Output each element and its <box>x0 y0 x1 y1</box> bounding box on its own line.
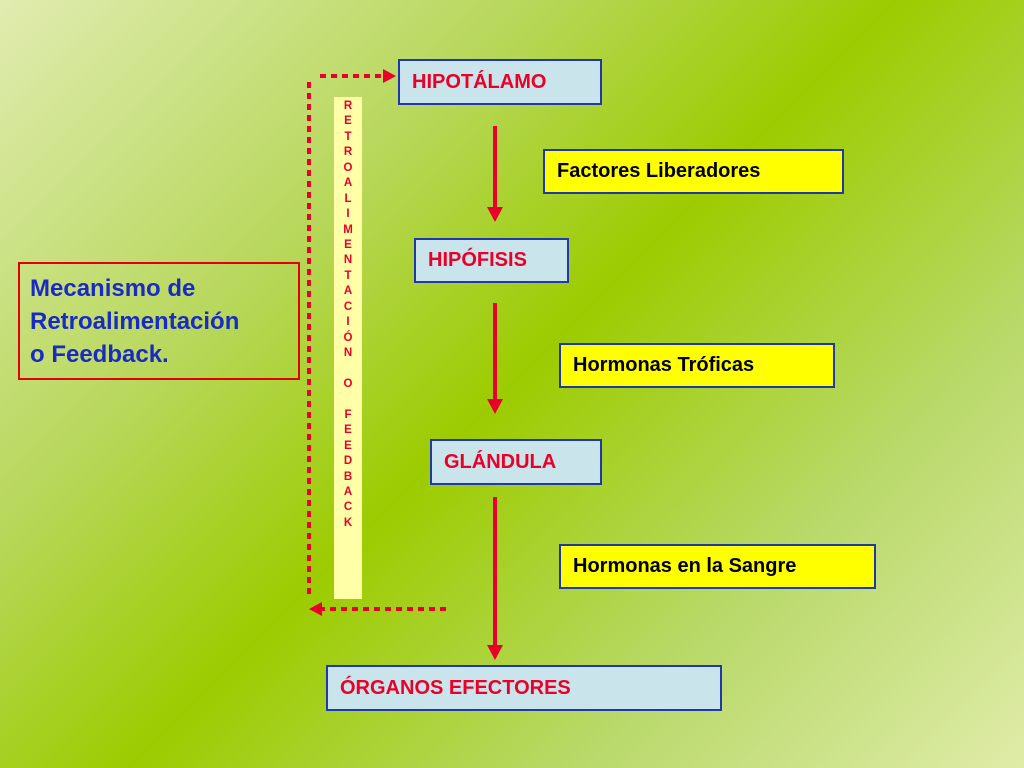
vertical-letter: N <box>343 347 353 359</box>
vertical-letter: A <box>343 485 353 498</box>
label-factores-text: Factores Liberadores <box>557 160 761 182</box>
vertical-letter: E <box>344 439 352 452</box>
feedback-line-3: o Feedback. <box>30 341 169 368</box>
vertical-letter: T <box>344 269 352 282</box>
vertical-letter: C <box>343 300 353 313</box>
vertical-letter: L <box>344 192 352 205</box>
vertical-letter: D <box>343 455 353 468</box>
vertical-letter: E <box>344 424 352 437</box>
label-hormonas-troficas: Hormonas Tróficas <box>559 343 835 388</box>
vertical-letter: T <box>344 130 352 143</box>
node-hipotalamo-label: HIPOTÁLAMO <box>412 70 547 93</box>
vertical-letter <box>334 392 362 407</box>
vertical-letter: Ó <box>343 331 353 344</box>
label-hormonas-sangre: Hormonas en la Sangre <box>559 544 876 589</box>
label-sangre-text: Hormonas en la Sangre <box>573 555 797 577</box>
vertical-letter: C <box>343 501 353 514</box>
vertical-letter: A <box>343 177 353 190</box>
vertical-letter: K <box>343 516 353 529</box>
node-hipotalamo: HIPOTÁLAMO <box>398 59 602 105</box>
vertical-letter: B <box>343 470 353 483</box>
vertical-letter: O <box>343 161 353 174</box>
vertical-letter: E <box>344 238 352 251</box>
node-hipofisis-label: HIPÓFISIS <box>428 249 527 271</box>
vertical-letter: R <box>343 100 353 112</box>
feedback-loop-arrow <box>307 69 446 616</box>
feedback-line-1: Mecanismo de <box>30 275 196 302</box>
vertical-letter: I <box>346 208 350 221</box>
node-glandula-label: GLÁNDULA <box>444 450 557 473</box>
vertical-letter: R <box>343 146 353 159</box>
vertical-letter <box>334 361 362 376</box>
node-glandula: GLÁNDULA <box>430 439 602 485</box>
label-troficas-text: Hormonas Tróficas <box>573 354 755 376</box>
vertical-letter: N <box>343 254 353 267</box>
node-hipofisis: HIPÓFISIS <box>414 238 569 283</box>
vertical-letter: A <box>343 285 353 298</box>
feedback-mechanism-box: Mecanismo de Retroalimentación o Feedbac… <box>18 262 300 380</box>
arrow-glandula-to-organos <box>487 497 503 660</box>
node-organos-label: ÓRGANOS EFECTORES <box>340 676 571 699</box>
node-organos-efectores: ÓRGANOS EFECTORES <box>326 665 722 711</box>
vertical-letter: I <box>346 316 350 329</box>
vertical-letter: M <box>343 223 353 236</box>
feedback-line-2: Retroalimentación <box>30 308 240 335</box>
vertical-letter: E <box>344 115 352 128</box>
vertical-letter: O <box>343 377 353 390</box>
arrow-hipofisis-to-glandula <box>487 303 503 414</box>
label-factores-liberadores: Factores Liberadores <box>543 149 844 194</box>
arrow-hipotalamo-to-hipofisis <box>487 126 503 222</box>
vertical-letter: F <box>344 408 352 421</box>
